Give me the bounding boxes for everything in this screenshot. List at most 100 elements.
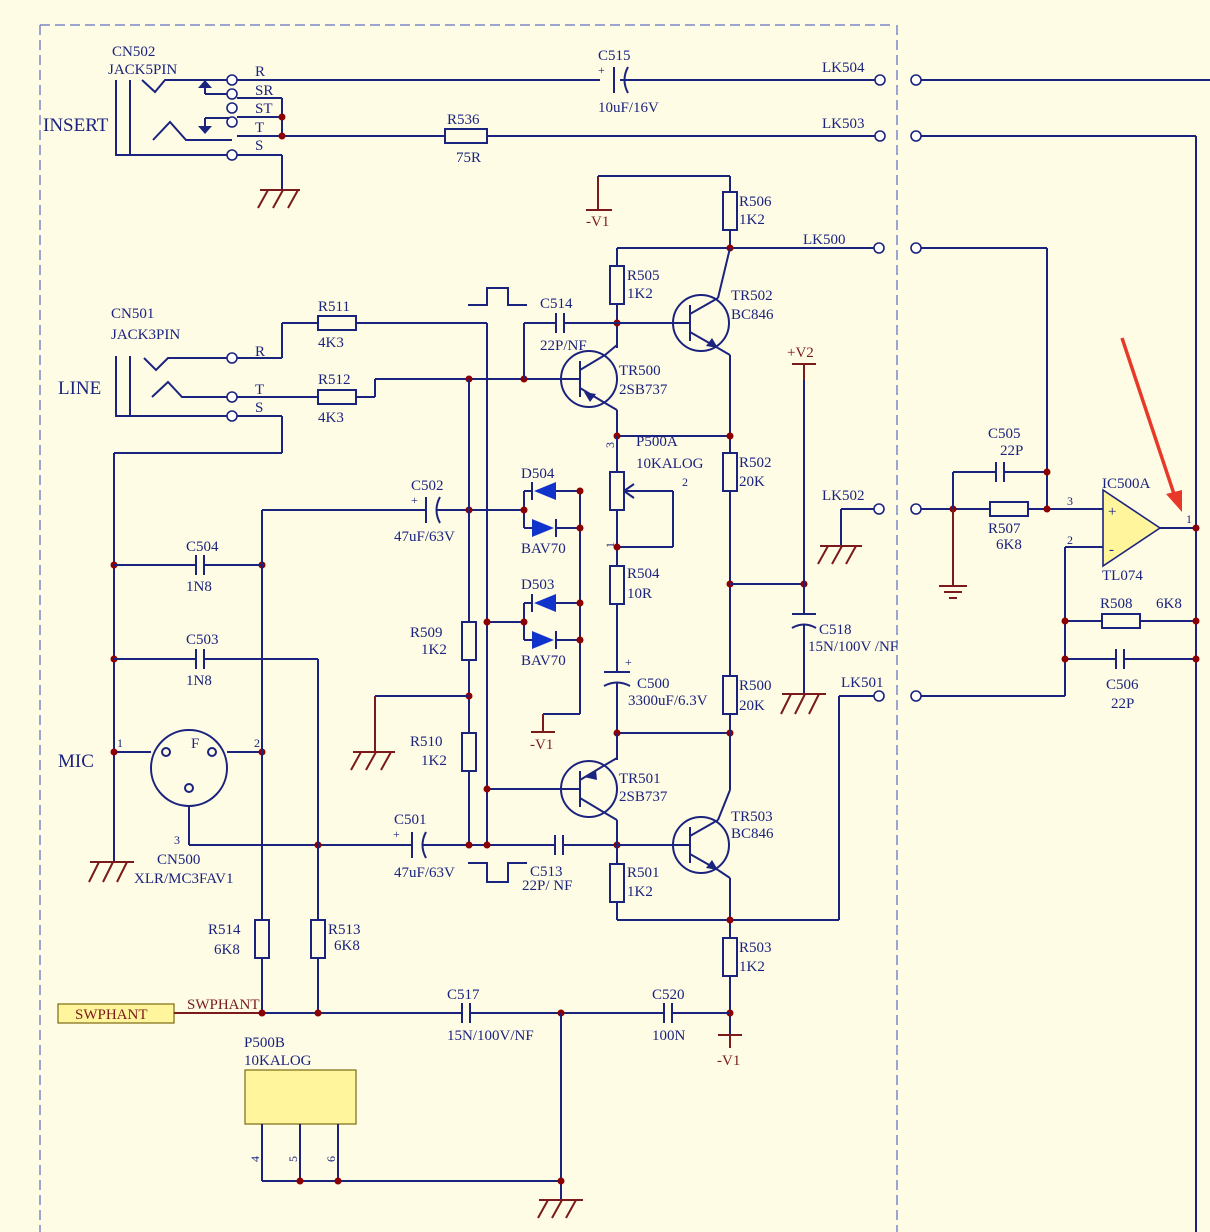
cn501-type: JACK3PIN: [111, 327, 180, 343]
c514-val: 22P/NF: [540, 338, 587, 354]
opamp-pin2: 2: [1067, 533, 1073, 547]
r513-ref: R513: [328, 922, 361, 938]
line-label: LINE: [58, 378, 101, 399]
r512-ref: R512: [318, 372, 351, 388]
cn502-type: JACK5PIN: [108, 62, 177, 78]
opamp-pin3: 3: [1067, 494, 1073, 508]
r503-val: 1K2: [739, 959, 765, 975]
r500-resistor: R500 20K: [722, 675, 772, 790]
tr502-ref: TR502: [731, 288, 773, 304]
p500b-potentiometer: P500B 10KALOG 4 5 6: [244, 1035, 561, 1182]
r505-ref: R505: [627, 268, 660, 284]
c501-val: 47uF/63V: [394, 865, 455, 881]
r513-resistor: R513 6K8: [310, 919, 361, 1013]
cn502-pin-r: R: [255, 64, 265, 80]
cn502-pin-st: ST: [255, 101, 273, 117]
c518-val: 15N/100V /NF: [808, 639, 898, 655]
c502-val: 47uF/63V: [394, 529, 455, 545]
c502-capacitor: C502 + 47uF/63V: [262, 478, 524, 545]
swphant-port-label: SWPHANT: [75, 1007, 148, 1023]
c503-capacitor: C503 1N8: [114, 632, 319, 920]
r503-ref: R503: [739, 940, 772, 956]
svg-text:+: +: [625, 655, 632, 669]
c513-val: 22P/ NF: [522, 878, 572, 894]
rail-pos-v2: +V2: [787, 345, 814, 361]
r504-ref: R504: [627, 566, 660, 582]
c505-val: 22P: [1000, 443, 1023, 459]
r508-ref: R508: [1100, 596, 1133, 612]
cn501-ref: CN501: [111, 306, 154, 322]
tr503-val: BC846: [731, 826, 774, 842]
tr501-ref: TR501: [619, 771, 661, 787]
tr503-ref: TR503: [731, 809, 773, 825]
cn501-pin-r: R: [255, 344, 265, 360]
r513-val: 6K8: [334, 938, 360, 954]
lk504-link: LK504: [822, 60, 1210, 86]
c505-capacitor: C505 22P: [952, 426, 1047, 509]
c503-ref: C503: [186, 632, 219, 648]
p500a-potentiometer: P500A 10KALOG 3 2 1: [603, 434, 704, 566]
c517-val: 15N/100V/NF: [447, 1028, 534, 1044]
d503-val: BAV70: [521, 653, 566, 669]
rail-neg-v1-top: -V1: [586, 214, 609, 230]
c500-val: 3300uF/6.3V: [628, 693, 708, 709]
c520-val: 100N: [652, 1028, 686, 1044]
c515-capacitor: C515 + 10uF/16V: [598, 48, 880, 116]
r501-val: 1K2: [627, 884, 653, 900]
cn502-insert-jack: CN502 JACK5PIN INSERT R SR ST T S: [43, 44, 600, 190]
r511-ref: R511: [318, 299, 350, 315]
pulse-symbol-bottom: [468, 862, 527, 883]
r514-ref: R514: [208, 922, 241, 938]
c504-capacitor: C504 1N8: [114, 539, 262, 595]
ground-bottom: [537, 1199, 583, 1219]
rail-top-neg: -V1: [586, 175, 730, 230]
ground-insert: [257, 189, 300, 209]
ic500a-opamp: IC500A + - 3 2 1 TL074: [1064, 476, 1196, 696]
p500a-pin3: 3: [603, 442, 617, 448]
ic500a-ref: IC500A: [1102, 476, 1151, 492]
annotation-arrow: [1120, 337, 1182, 512]
d504-ref: D504: [521, 466, 555, 482]
swphant-net: SWPHANT SWPHANT: [57, 997, 462, 1024]
c504-ref: C504: [186, 539, 219, 555]
d504-val: BAV70: [521, 541, 566, 557]
c518-ref: C518: [819, 622, 852, 638]
rail-neg-v1-bottom: -V1: [717, 1053, 740, 1069]
r536-ref: R536: [447, 112, 480, 128]
r510-resistor: R510 1K2: [410, 732, 477, 845]
r510-ref: R510: [410, 734, 443, 750]
c505-ref: C505: [988, 426, 1021, 442]
lk502-label: LK502: [822, 488, 865, 504]
svg-text:+: +: [598, 63, 605, 77]
r504-resistor: R504 10R: [609, 565, 660, 672]
p500a-pin2: 2: [682, 475, 688, 489]
lk501-link: LK501: [838, 675, 1065, 920]
c504-val: 1N8: [186, 579, 212, 595]
c503-val: 1N8: [186, 673, 212, 689]
r511-resistor: R511 4K3: [317, 299, 488, 845]
r509-ref: R509: [410, 625, 443, 641]
lk500-label: LK500: [803, 232, 846, 248]
c517-capacitor: C517 15N/100V/NF: [447, 987, 664, 1044]
cn502-pin-t: T: [255, 120, 264, 136]
r507-resistor: R507 6K8: [988, 501, 1103, 553]
r512-val: 4K3: [318, 410, 344, 426]
r508-resistor: R508 6K8: [1065, 596, 1196, 629]
c518-capacitor: +V2 C518 15N/100V /NF: [780, 345, 898, 715]
cn500-mic-xlr: MIC 1 2 3 F CN500 XLR/MC3FAV1: [58, 729, 412, 887]
lk501-label: LK501: [841, 675, 884, 691]
tr500-transistor: TR500 2SB737: [560, 344, 668, 411]
c514-capacitor: C514 22P/NF: [523, 296, 617, 379]
r514-resistor: R514 6K8: [208, 919, 270, 1013]
lk502-link: LK502: [817, 488, 990, 565]
tr502-val: BC846: [731, 307, 774, 323]
cn501-pin-t: T: [255, 382, 264, 398]
c506-capacitor: C506 22P: [1065, 649, 1196, 712]
r508-val: 6K8: [1156, 596, 1182, 612]
lk504-label: LK504: [822, 60, 865, 76]
c513-capacitor: C513 22P/ NF: [522, 835, 617, 894]
c506-ref: C506: [1106, 677, 1139, 693]
c502-ref: C502: [411, 478, 444, 494]
cn500-ref: CN500: [157, 852, 200, 868]
tr502-transistor: TR502 BC846: [617, 247, 774, 356]
